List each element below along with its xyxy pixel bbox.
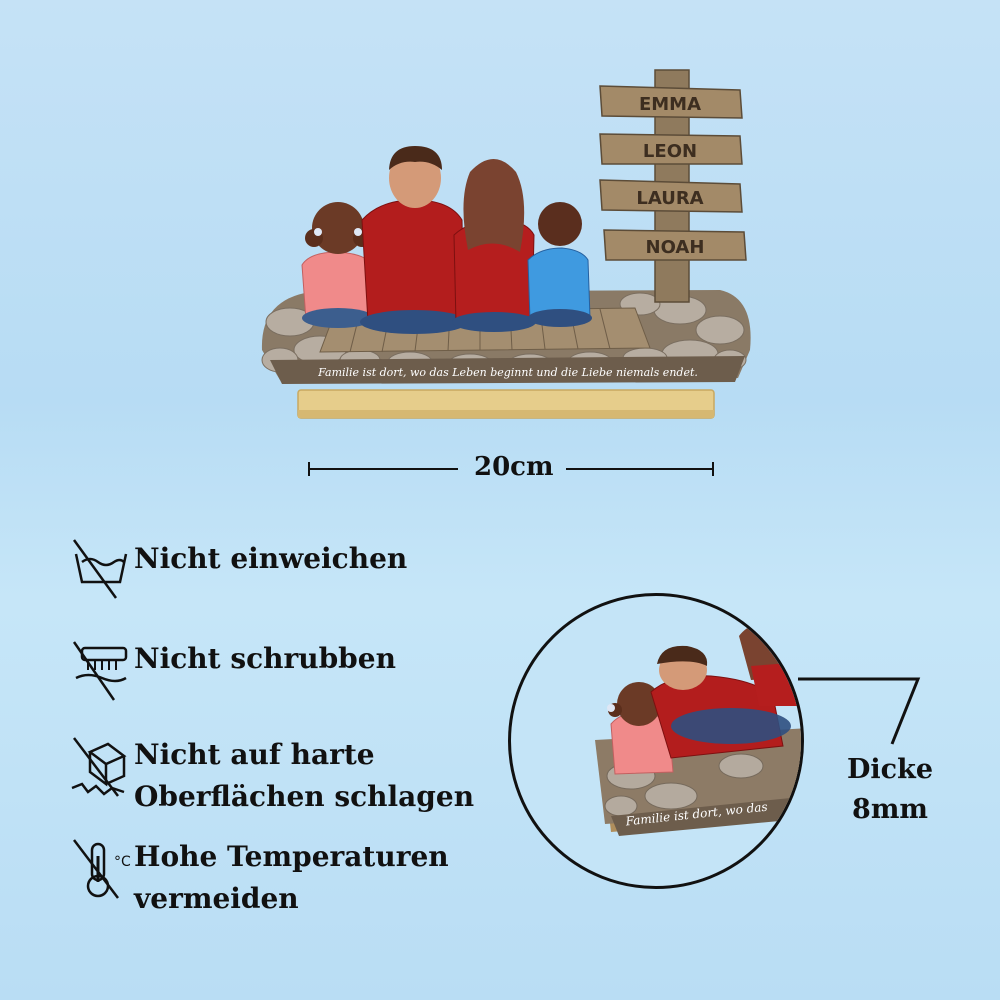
- thickness-label-text: Dicke: [847, 754, 933, 785]
- dimension-line-right: [566, 468, 714, 470]
- no-high-temperature-icon: °C: [73, 839, 131, 899]
- thickness-label: Dicke 8mm: [840, 750, 940, 830]
- figure-father: [360, 146, 468, 334]
- care-item-no-scrub: Nicht schrubben: [68, 638, 396, 702]
- no-soak-icon: [72, 539, 128, 599]
- care-item-no-high-temperature: °C Hohe Temperaturen vermeiden: [68, 836, 449, 920]
- sign-name-1: EMMA: [639, 94, 701, 115]
- care-text-no-high-temperature-line2: vermeiden: [134, 882, 299, 915]
- svg-text:°C: °C: [114, 854, 131, 870]
- dimension-cap-right: [712, 462, 714, 476]
- figure-mother: [452, 159, 536, 332]
- dimension-line-left: [308, 468, 458, 470]
- care-text-no-hard-surface-line1: Nicht auf harte: [134, 738, 375, 771]
- care-text-no-hard-surface-line2: Oberflächen schlagen: [134, 780, 475, 813]
- product-image: EMMA LEON LAURA NOAH Familie ist dort, w…: [261, 69, 751, 419]
- figure-boy: [527, 202, 592, 327]
- no-scrub-icon: [72, 641, 128, 701]
- zoom-detail: Familie ist dort, wo das: [508, 593, 804, 889]
- care-text-no-soak: Nicht einweichen: [134, 542, 408, 575]
- care-text-no-high-temperature-line1: Hohe Temperaturen: [134, 840, 449, 873]
- figure-girl: [301, 202, 377, 328]
- zoom-detail-image: Familie ist dort, wo das: [595, 623, 801, 836]
- thickness-callout-line: [798, 677, 921, 745]
- dimension-label: 20cm: [474, 452, 554, 482]
- sign-name-4: NOAH: [646, 237, 705, 258]
- plaque-quote: Familie ist dort, wo das Leben beginnt u…: [317, 366, 698, 379]
- thickness-value: 8mm: [852, 794, 928, 825]
- care-text-no-high-temperature: Hohe Temperaturen vermeiden: [134, 836, 449, 920]
- care-item-no-soak: Nicht einweichen: [68, 538, 407, 602]
- no-hard-surface-icon: [71, 737, 127, 797]
- care-item-no-hard-surface: Nicht auf harte Oberflächen schlagen: [68, 734, 474, 818]
- sign-name-3: LAURA: [636, 188, 703, 209]
- sign-name-2: LEON: [643, 141, 697, 162]
- care-text-no-scrub: Nicht schrubben: [134, 642, 396, 675]
- care-text-no-hard-surface: Nicht auf harte Oberflächen schlagen: [134, 734, 474, 818]
